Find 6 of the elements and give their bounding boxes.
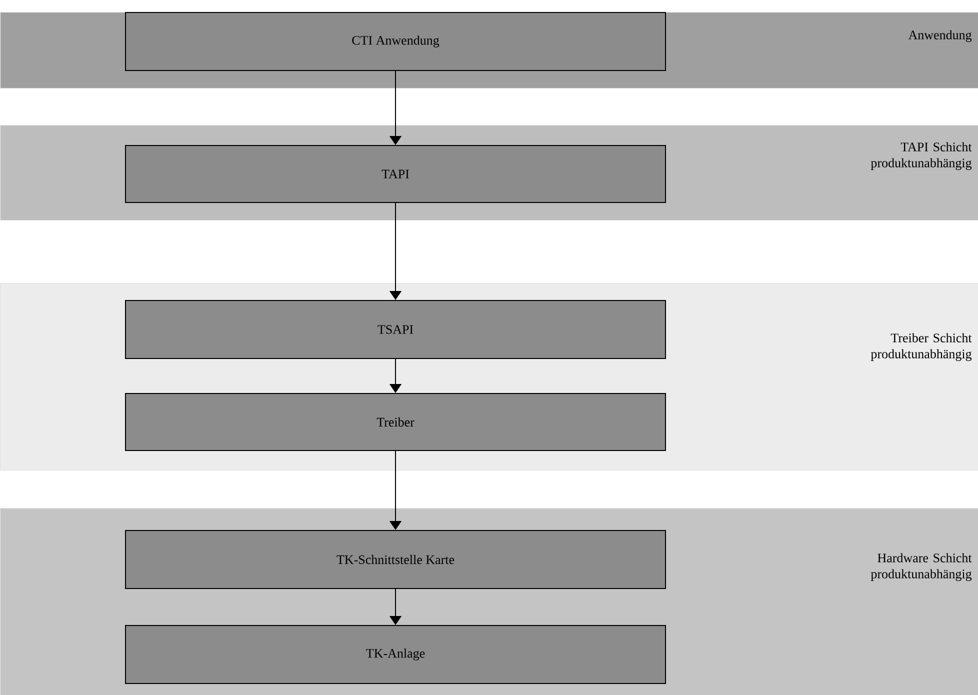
- process-box: TSAPI: [125, 300, 666, 359]
- process-box: Treiber: [125, 393, 666, 451]
- process-box: TAPI: [125, 145, 666, 203]
- process-box: CTI Anwendung: [125, 12, 666, 71]
- process-box: TK-Schnittstelle Karte: [125, 530, 666, 589]
- process-box: TK-Anlage: [125, 625, 666, 684]
